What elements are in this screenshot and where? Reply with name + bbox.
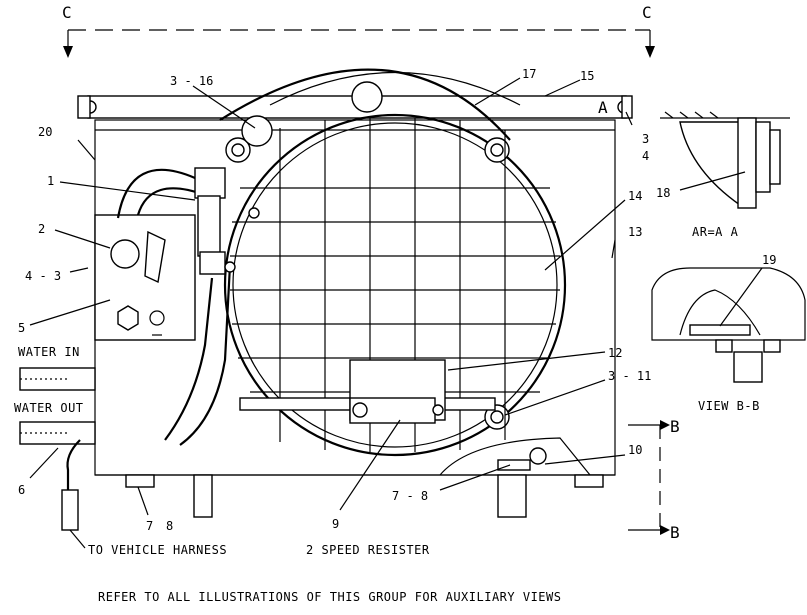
water-hoses bbox=[116, 167, 260, 446]
view-b-arrow bbox=[628, 420, 670, 535]
detail-view-bb bbox=[651, 267, 806, 383]
callout-a: A bbox=[598, 98, 608, 117]
mounting-feet bbox=[125, 437, 604, 518]
callout-12: 12 bbox=[608, 346, 622, 360]
callout-19: 19 bbox=[762, 253, 776, 267]
label-area-a: AR=A A bbox=[692, 225, 739, 239]
footer-note: REFER TO ALL ILLUSTRATIONS OF THIS GROUP… bbox=[98, 590, 561, 604]
callout-3-16: 3 - 16 bbox=[170, 74, 213, 88]
callout-18: 18 bbox=[656, 186, 670, 200]
callout-17: 17 bbox=[522, 67, 536, 81]
callout-4: 4 bbox=[642, 149, 649, 163]
callout-5: 5 bbox=[18, 321, 25, 335]
callout-20: 20 bbox=[38, 125, 52, 139]
view-marker-b-top: B bbox=[670, 417, 680, 436]
callout-9: 9 bbox=[332, 517, 339, 531]
two-speed-resister bbox=[349, 359, 446, 424]
callout-3: 3 bbox=[642, 132, 649, 146]
label-water-in: WATER IN bbox=[18, 345, 80, 359]
label-view-bb: VIEW B-B bbox=[698, 399, 760, 413]
water-tubes bbox=[19, 367, 96, 531]
callout-10: 10 bbox=[628, 443, 642, 457]
callout-14: 14 bbox=[628, 189, 642, 203]
section-line-c bbox=[63, 29, 655, 58]
callout-15: 15 bbox=[580, 69, 594, 83]
callout-6: 6 bbox=[18, 483, 25, 497]
control-panel bbox=[94, 214, 196, 341]
callout-7-8-right: 7 - 8 bbox=[392, 489, 428, 503]
callout-3-11: 3 - 11 bbox=[608, 369, 651, 383]
callout-13: 13 bbox=[628, 225, 642, 239]
leader-lines bbox=[29, 77, 763, 549]
callout-8: 8 bbox=[166, 519, 173, 533]
section-marker-c-right: C bbox=[642, 3, 652, 22]
callout-4-3: 4 - 3 bbox=[25, 269, 61, 283]
view-marker-b-bottom: B bbox=[670, 523, 680, 542]
section-marker-c-left: C bbox=[62, 3, 72, 22]
callout-7: 7 bbox=[146, 519, 153, 533]
callout-1: 1 bbox=[47, 174, 54, 188]
label-two-speed-resister: 2 SPEED RESISTER bbox=[306, 543, 430, 557]
fan-guard bbox=[219, 68, 567, 457]
callout-2: 2 bbox=[38, 222, 45, 236]
label-water-out: WATER OUT bbox=[14, 401, 84, 415]
label-to-vehicle-harness: TO VEHICLE HARNESS bbox=[88, 543, 227, 557]
detail-area-a bbox=[660, 111, 790, 209]
